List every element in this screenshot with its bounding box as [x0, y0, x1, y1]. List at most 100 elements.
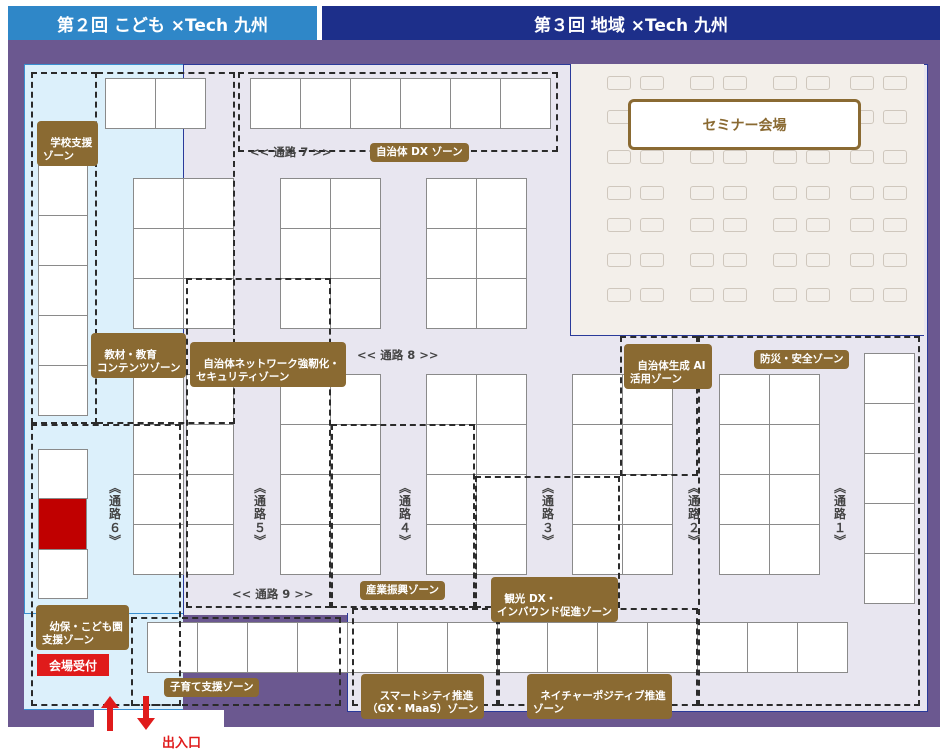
booth[interactable] — [719, 424, 770, 475]
seminar-chair — [723, 218, 747, 232]
booth[interactable] — [280, 228, 331, 279]
seminar-chair — [607, 150, 631, 164]
zone-tag-materials: 教材・教育 コンテンツゾーン — [91, 333, 187, 379]
seminar-chair — [640, 186, 664, 200]
booth[interactable] — [450, 78, 501, 129]
zone-label-nature: ネイチャーポジティブ推進 ゾーン — [533, 690, 666, 716]
seminar-chair — [723, 76, 747, 90]
booth[interactable] — [864, 503, 915, 554]
booth[interactable] — [300, 78, 351, 129]
seminar-chair — [773, 186, 797, 200]
booth[interactable] — [426, 524, 477, 575]
seminar-chair — [883, 253, 907, 267]
booth[interactable] — [426, 374, 477, 425]
seminar-chair — [806, 288, 830, 302]
seminar-chair — [640, 150, 664, 164]
zone-boundary-ai — [620, 336, 698, 476]
seminar-chair — [806, 253, 830, 267]
booth[interactable] — [476, 278, 527, 329]
booth[interactable] — [105, 78, 156, 129]
seminar-chair — [883, 150, 907, 164]
booth[interactable] — [133, 278, 184, 329]
booth[interactable] — [747, 622, 798, 673]
booth[interactable] — [622, 424, 673, 475]
booth[interactable] — [197, 622, 248, 673]
booth[interactable] — [183, 178, 234, 229]
booth[interactable] — [426, 228, 477, 279]
booth[interactable] — [476, 424, 527, 475]
zone-tag-childcare: 子育て支援ゾーン — [164, 678, 260, 698]
aisle-8-label: << 通路 8 >> — [357, 348, 439, 362]
booth[interactable] — [133, 424, 184, 475]
booth[interactable] — [330, 278, 381, 329]
booth[interactable] — [769, 524, 820, 575]
zone-boundary-materials — [97, 72, 235, 424]
booth[interactable] — [476, 178, 527, 229]
seminar-chair — [690, 150, 714, 164]
seminar-chair — [773, 76, 797, 90]
booth[interactable] — [426, 278, 477, 329]
booth[interactable] — [719, 474, 770, 525]
seminar-label: セミナー会場 — [702, 117, 787, 134]
booth[interactable] — [38, 315, 88, 366]
seminar-chair — [850, 218, 874, 232]
booth[interactable] — [133, 474, 184, 525]
booth[interactable] — [330, 474, 381, 525]
seminar-chair — [806, 150, 830, 164]
booth[interactable] — [622, 524, 673, 575]
seminar-chair — [850, 186, 874, 200]
booth[interactable] — [250, 78, 301, 129]
booth[interactable] — [38, 365, 88, 416]
booth[interactable] — [350, 78, 401, 129]
booth[interactable] — [769, 374, 820, 425]
booth[interactable] — [864, 353, 915, 404]
booth[interactable] — [38, 449, 88, 499]
booth[interactable] — [280, 424, 331, 475]
booth[interactable] — [426, 424, 477, 475]
zone-boundary-childcare — [131, 617, 341, 706]
booth[interactable] — [147, 622, 198, 673]
booth[interactable] — [864, 553, 915, 604]
booth[interactable] — [330, 424, 381, 475]
booth[interactable] — [280, 178, 331, 229]
zone-tag-industry: 産業振興ゾーン — [360, 581, 445, 601]
booth[interactable] — [155, 78, 206, 129]
booth[interactable] — [476, 374, 527, 425]
highlight-booth[interactable] — [38, 498, 87, 550]
booth[interactable] — [572, 374, 623, 425]
seminar-chair — [607, 186, 631, 200]
arrow-up-icon — [101, 696, 119, 731]
seminar-chair — [723, 288, 747, 302]
booth[interactable] — [864, 453, 915, 504]
booth[interactable] — [330, 228, 381, 279]
booth[interactable] — [426, 178, 477, 229]
booth[interactable] — [247, 622, 298, 673]
booth[interactable] — [133, 374, 184, 425]
booth[interactable] — [476, 228, 527, 279]
seminar-chair — [883, 110, 907, 124]
booth[interactable] — [697, 622, 748, 673]
booth[interactable] — [183, 228, 234, 279]
booth[interactable] — [547, 622, 598, 673]
zone-label-tourism: 観光 DX・ インバウンド促進ゾーン — [497, 593, 612, 619]
booth[interactable] — [280, 524, 331, 575]
booth[interactable] — [133, 524, 184, 575]
seminar-chair — [850, 253, 874, 267]
booth[interactable] — [500, 78, 551, 129]
arrow-down-icon — [137, 696, 155, 730]
seminar-chair — [723, 253, 747, 267]
seminar-chair — [773, 150, 797, 164]
booth[interactable] — [797, 622, 848, 673]
booth[interactable] — [622, 474, 673, 525]
seminar-chair — [690, 76, 714, 90]
booth[interactable] — [330, 178, 381, 229]
zone-tag-tourism: 観光 DX・ インバウンド促進ゾーン — [491, 577, 618, 623]
booth[interactable] — [864, 403, 915, 454]
booth[interactable] — [38, 265, 88, 316]
booth[interactable] — [426, 474, 477, 525]
booth[interactable] — [572, 424, 623, 475]
reception-sign: 会場受付 — [37, 654, 109, 676]
booth[interactable] — [769, 424, 820, 475]
